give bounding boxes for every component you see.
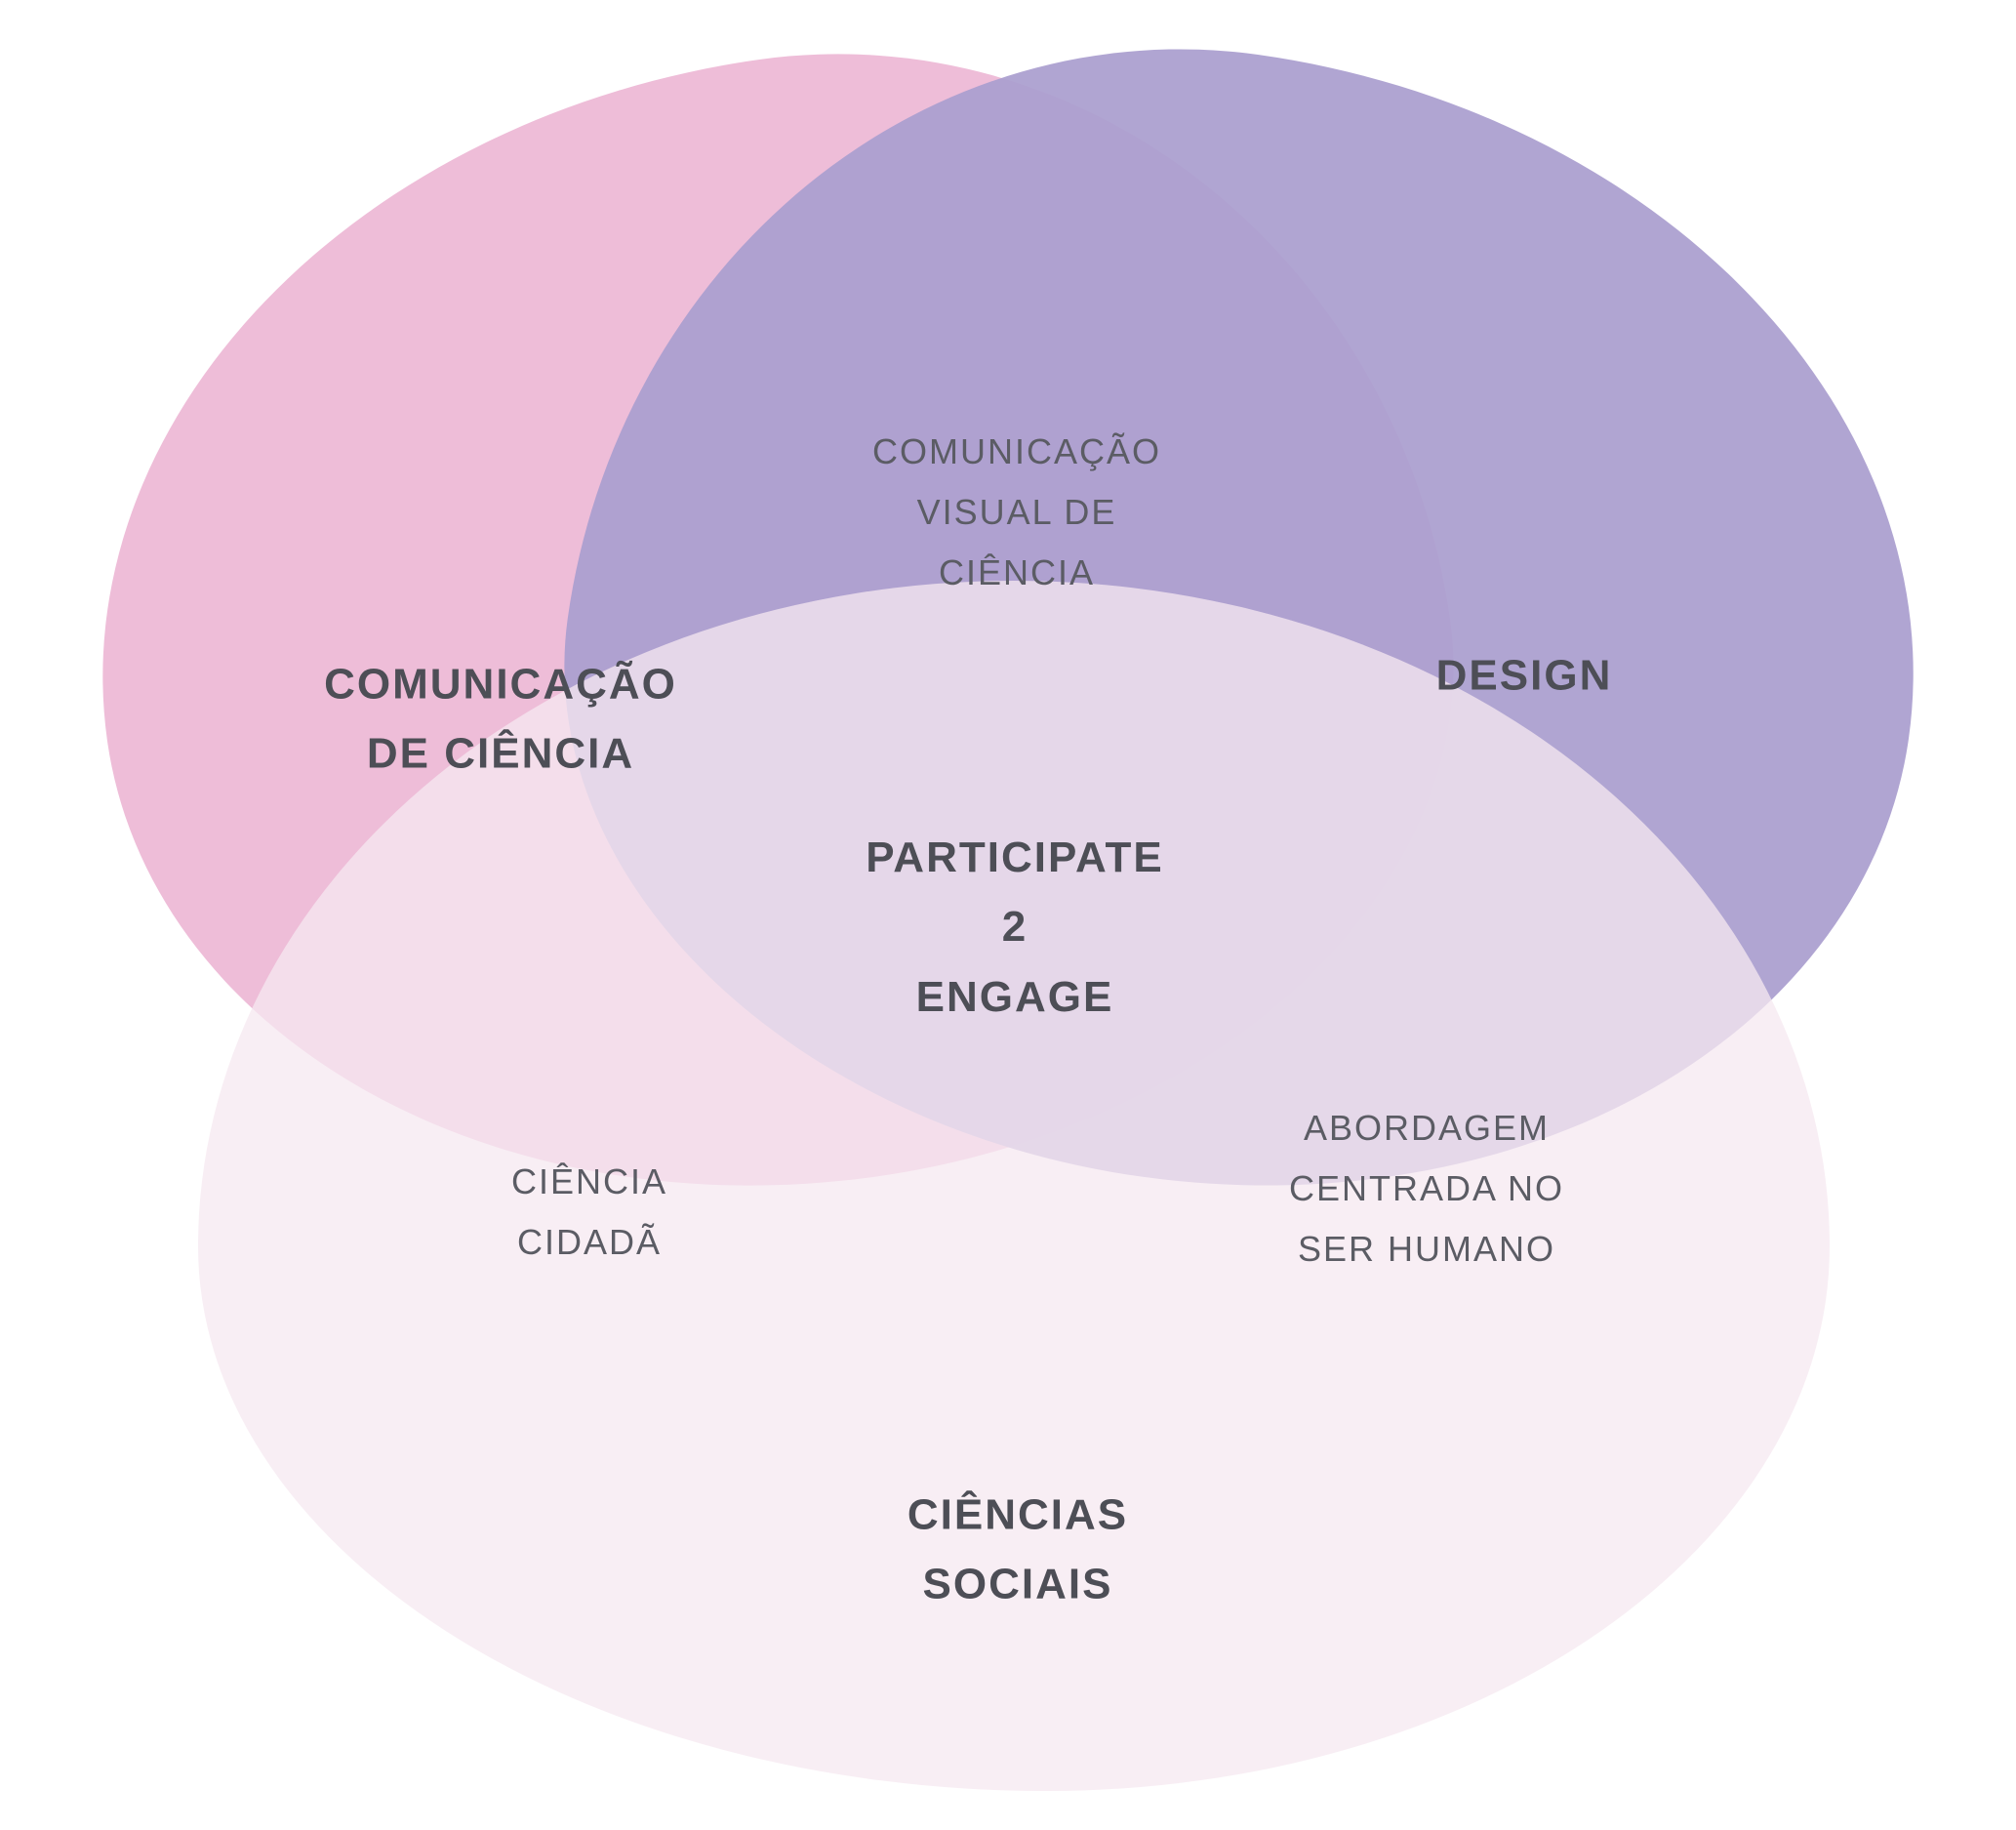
label-participate-2-engage: PARTICIPATE 2 ENGAGE — [866, 834, 1164, 1021]
label-citizen-science: CIÊNCIA CIDADÃ — [510, 1161, 668, 1262]
circle-social-sciences — [198, 581, 1830, 1791]
label-human-centered-approach: ABORDAGEM CENTRADA NO SER HUMANO — [1288, 1108, 1565, 1269]
label-social-sciences: CIÊNCIAS SOCIAIS — [907, 1490, 1129, 1608]
label-visual-science-communication: COMUNICAÇÃO VISUAL DE CIÊNCIA — [871, 431, 1162, 592]
label-design: DESIGN — [1435, 651, 1613, 700]
label-science-communication: COMUNICAÇÃO DE CIÊNCIA — [324, 660, 677, 778]
